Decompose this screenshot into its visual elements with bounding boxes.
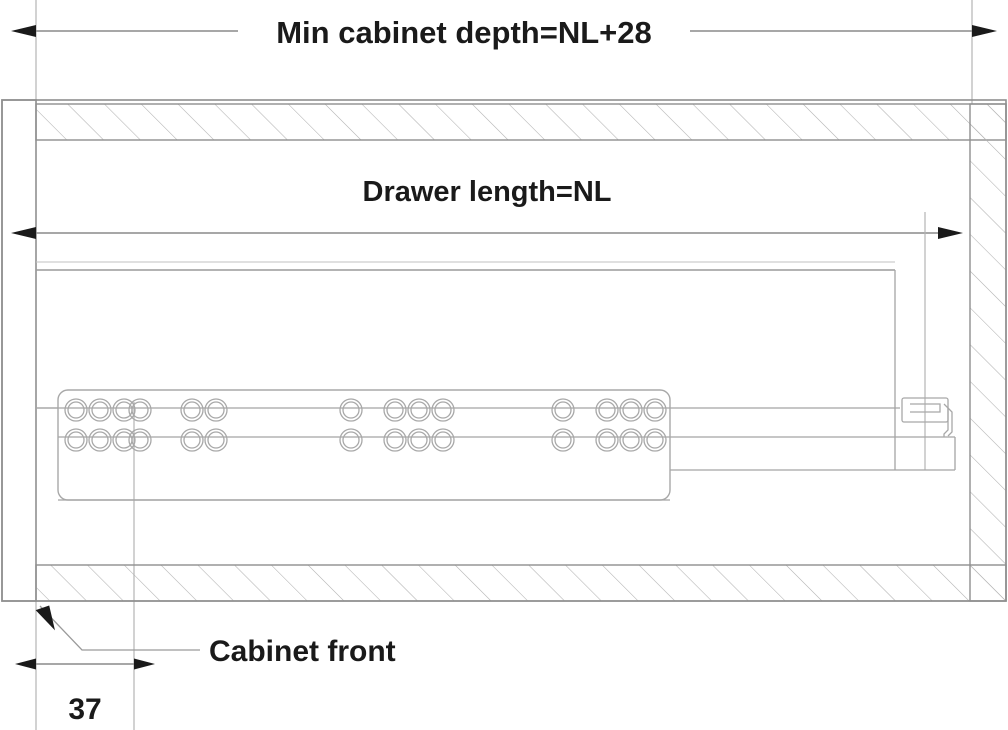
slide-rail-lines — [36, 407, 956, 501]
cabinet-top-wall — [35, 103, 1007, 141]
slide-body — [57, 389, 671, 501]
min-depth-text-backdrop — [238, 11, 690, 53]
cabinet-front-leader-line — [35, 605, 200, 651]
dimension-front-offset: 37 — [15, 658, 155, 726]
hole-group-3 — [339, 398, 455, 452]
rear-bracket-detail — [901, 397, 953, 437]
min-cabinet-depth-label: Min cabinet depth=NL+28 — [276, 15, 652, 50]
hole-group-2 — [180, 398, 228, 452]
drawer-length-label: Drawer length=NL — [363, 176, 612, 208]
annotation-cabinet-front: Cabinet front — [35, 605, 396, 668]
cabinet-back-wall — [969, 103, 1007, 602]
hole-group-1 — [64, 398, 152, 452]
cabinet-outline — [1, 99, 1007, 602]
cabinet-front-panel — [1, 99, 37, 602]
drawer-assembly — [36, 261, 896, 470]
front-offset-label: 37 — [68, 693, 101, 726]
cabinet-bottom-wall — [35, 564, 1007, 602]
dimension-drawer-length: Drawer length=NL — [11, 167, 963, 239]
cabinet-front-label: Cabinet front — [209, 635, 396, 668]
drawer-length-text-backdrop — [320, 167, 660, 211]
hole-group-4 — [551, 398, 667, 452]
dimension-min-cabinet-depth: Min cabinet depth=NL+28 — [11, 11, 997, 53]
slide-mounting-holes — [64, 398, 667, 452]
